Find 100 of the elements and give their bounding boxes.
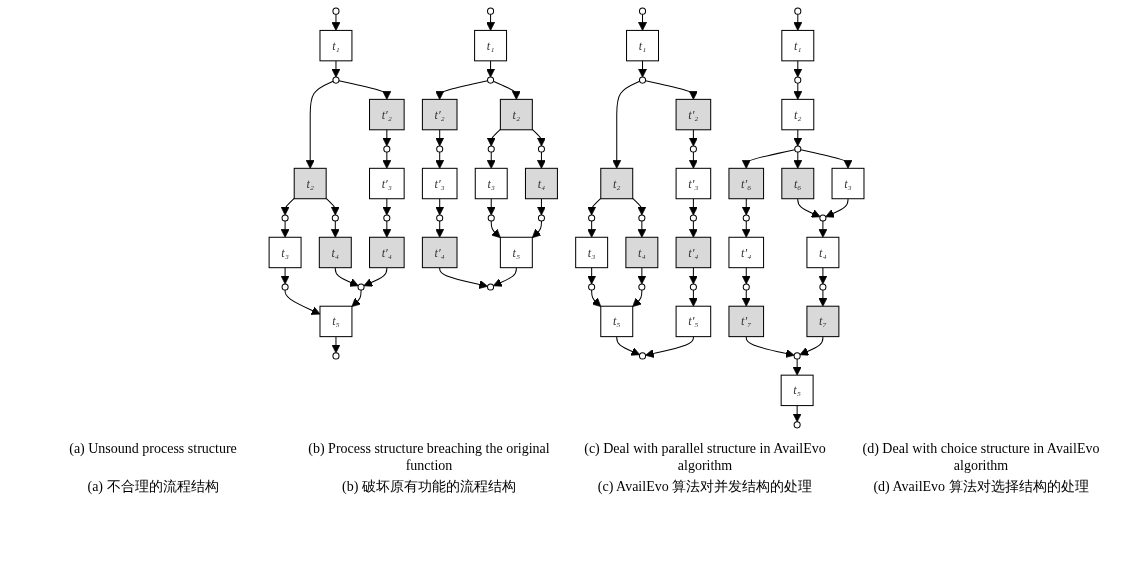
node-box: t₅: [319, 305, 353, 338]
node-circle: [819, 283, 827, 291]
node-circle: [487, 283, 495, 291]
node-box: t′₂: [676, 98, 712, 131]
node-circle: [819, 214, 827, 222]
node-box: t₁: [319, 29, 353, 62]
arrow: [742, 198, 752, 216]
node-box: t′₃: [369, 167, 406, 200]
arrow: [487, 128, 502, 147]
node-box: t′₂: [422, 98, 458, 131]
node-box: t₃: [575, 236, 609, 269]
node-circle: [332, 352, 340, 360]
arrow: [689, 289, 699, 307]
arrow: [638, 60, 648, 78]
figure-caption: (d) AvailEvo 算法对选择结构的处理: [872, 478, 1090, 495]
arrow: [612, 80, 641, 169]
figure-caption: (b) Process structure breaching the original function: [307, 440, 551, 474]
arrow: [818, 289, 828, 307]
arrow: [326, 197, 341, 216]
node-box: t′₄: [676, 236, 712, 269]
node-box: t′₄: [422, 236, 458, 269]
arrow: [285, 289, 321, 315]
node-circle: [743, 283, 751, 291]
arrow: [587, 267, 597, 285]
node-circle: [538, 145, 546, 153]
arrow: [632, 197, 647, 216]
arrow: [439, 267, 489, 289]
arrow: [818, 220, 828, 238]
node-circle: [794, 7, 802, 15]
arrow: [435, 129, 445, 147]
arrow: [537, 151, 547, 169]
node-box: t′₇: [728, 305, 765, 338]
arrow: [793, 129, 803, 147]
node-circle: [794, 421, 802, 429]
node-box: t₁: [474, 29, 508, 62]
node-circle: [588, 283, 596, 291]
node-circle: [794, 145, 802, 153]
node-circle: [638, 214, 646, 222]
node-circle: [588, 214, 596, 222]
arrow: [487, 198, 497, 216]
node-circle: [794, 76, 802, 84]
arrow: [382, 198, 392, 216]
arrow: [382, 129, 392, 147]
arrow: [532, 128, 547, 147]
figure-caption: (c) Deal with parallel structure in AvailEvo algorithm: [583, 440, 827, 474]
figure-caption: (a) 不合理的流程结构: [86, 478, 220, 495]
arrow: [493, 267, 518, 287]
arrow: [799, 336, 824, 356]
node-circle: [332, 76, 340, 84]
arrow: [742, 220, 752, 238]
arrow: [486, 60, 496, 78]
node-box: t₄: [319, 236, 353, 269]
node-box: t₂: [500, 98, 534, 131]
arrow: [352, 289, 363, 307]
arrow: [281, 267, 290, 285]
node-circle: [743, 214, 751, 222]
node-box: t′₂: [369, 98, 406, 131]
node-circle: [487, 76, 495, 84]
node-box: t₅: [781, 374, 815, 407]
arrow: [793, 151, 803, 169]
node-circle: [639, 352, 647, 360]
figure-caption: (d) Deal with choice structure in AvailEvo algorithm: [861, 440, 1101, 474]
node-box: t₄: [806, 236, 840, 269]
node-box: t′₃: [422, 167, 458, 200]
arrow: [793, 82, 803, 100]
node-circle: [488, 214, 496, 222]
arrow: [616, 336, 641, 356]
node-box: t₅: [500, 236, 534, 269]
arrow: [435, 151, 445, 169]
node-circle: [690, 145, 698, 153]
arrow: [331, 336, 341, 354]
node-circle: [690, 214, 698, 222]
node-box: t′₄: [369, 236, 406, 269]
arrow: [689, 267, 699, 285]
node-circle: [538, 214, 546, 222]
node-circle: [332, 7, 340, 15]
arrow: [793, 13, 803, 31]
node-box: t₁: [626, 29, 660, 62]
arrow: [338, 80, 392, 100]
arrow: [632, 289, 643, 307]
arrow: [637, 220, 647, 238]
node-box: t′₅: [676, 305, 712, 338]
arrow: [742, 289, 752, 307]
figure-caption: (b) 破坏原有功能的流程结构: [341, 478, 517, 495]
arrow: [793, 60, 803, 78]
arrow: [637, 267, 647, 285]
node-box: t₂: [600, 167, 634, 200]
arrow: [532, 220, 543, 239]
node-box: t₃: [269, 236, 303, 269]
arrow: [689, 129, 699, 147]
figure-caption: (c) AvailEvo 算法对并发结构的处理: [596, 478, 814, 495]
node-box: t₂: [294, 167, 328, 200]
arrow: [331, 13, 341, 31]
arrow: [435, 220, 445, 238]
node-box: t₆: [781, 167, 815, 200]
arrow: [587, 220, 597, 238]
node-box: t₄: [625, 236, 659, 269]
arrow: [645, 336, 695, 358]
arrow: [486, 13, 496, 31]
arrow: [491, 220, 502, 239]
